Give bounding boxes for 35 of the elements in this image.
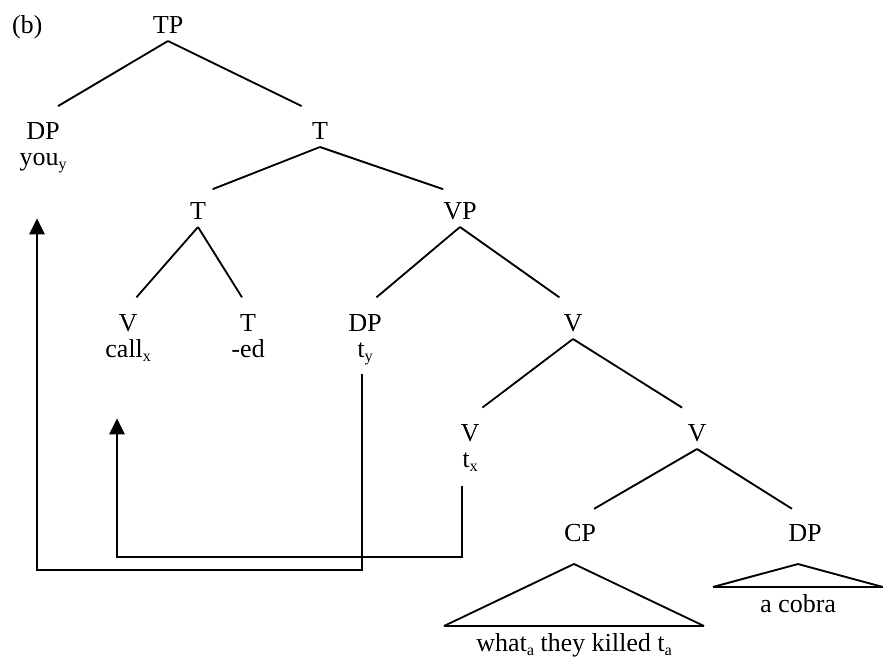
category-label: DP (788, 520, 822, 546)
category-label: V (460, 420, 480, 446)
tree-branch (459, 226, 560, 298)
category-label: DP (26, 118, 60, 144)
tree-branch (168, 40, 302, 108)
word-label: t$_{y}$ (357, 336, 373, 362)
tree-branch (696, 448, 793, 510)
word-label: -ed (231, 336, 265, 362)
movement-arrow (109, 418, 463, 558)
category-label: V (688, 420, 706, 446)
panel-label: (b) (12, 12, 42, 38)
category-label: VP (443, 198, 477, 224)
word-label: you$_{y}$ (20, 144, 66, 170)
category-label: V (564, 310, 582, 336)
movement-arrow (29, 218, 363, 571)
tree-branch (136, 226, 199, 298)
word-label: call$_{x}$ (105, 336, 151, 362)
tree-branch (572, 338, 683, 408)
category-label: V (118, 310, 138, 336)
tree-branch (58, 40, 168, 107)
tree-branch (376, 226, 461, 298)
category-label: DP (348, 310, 382, 336)
tree-branch (197, 226, 243, 298)
category-label: T (312, 118, 328, 144)
tree-branch (594, 448, 698, 510)
category-label: CP (564, 520, 596, 546)
tree-branch (212, 146, 320, 190)
tree-branch (320, 146, 444, 190)
tree-branch (482, 338, 574, 408)
category-label: T (240, 310, 256, 336)
word-label: a cobra (760, 591, 836, 617)
category-label: T (190, 198, 206, 224)
word-label: what$_{a}$ they killed t$_{a}$ (476, 630, 672, 656)
category-label: TP (152, 12, 184, 38)
word-label: t$_{x}$ (462, 446, 478, 472)
